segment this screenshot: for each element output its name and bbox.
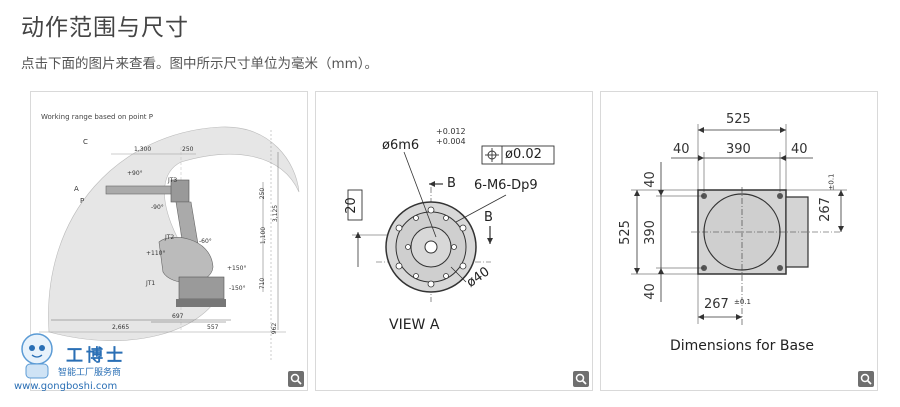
page-subtitle: 点击下面的图片来查看。图中所示尺寸单位为毫米（mm）。 xyxy=(21,56,379,72)
joint-jt2: JT2 xyxy=(165,234,175,241)
dim-left-390: 390 xyxy=(642,220,658,245)
dim-right-267: 267 xyxy=(817,197,833,222)
position-tolerance: ø0.02 xyxy=(505,147,542,162)
tolerance-bottom: +0.004 xyxy=(436,137,466,146)
dim-left-bottom40: 40 xyxy=(642,283,658,300)
holes-spec: 6-M6-Dp9 xyxy=(474,178,538,193)
dim-left-top40: 40 xyxy=(642,171,658,188)
dim-250-side: 250 xyxy=(259,187,267,200)
dim-top-525: 525 xyxy=(726,112,751,127)
dim-2665: 2,665 xyxy=(112,324,130,331)
working-range-figure[interactable]: Working range based on point P C A P 1,3… xyxy=(30,91,308,391)
view-a-caption: VIEW A xyxy=(389,317,440,333)
watermark-logo: 工博士 xyxy=(66,346,126,366)
label-a: A xyxy=(74,185,79,193)
magnifier-icon xyxy=(860,373,872,385)
dim-left-525: 525 xyxy=(617,220,633,245)
working-range-drawing xyxy=(39,126,300,362)
robot-mascot-icon xyxy=(21,333,53,379)
dim-697: 697 xyxy=(172,313,184,320)
fit-label: ø6m6 xyxy=(382,138,420,153)
angle-minus150: -150° xyxy=(229,285,246,292)
dim-1100: 1,100 xyxy=(260,226,268,245)
watermark-url: www.gongboshi.com xyxy=(14,381,118,392)
dim-710: 710 xyxy=(259,277,267,290)
dim-3125: 3,125 xyxy=(272,204,280,223)
base-dimensions-figure[interactable]: 525 40 390 40 40 390 40 525 267 ±0.1 267… xyxy=(600,91,878,391)
watermark: 工博士 智能工厂服务商 www.gongboshi.com xyxy=(8,325,138,407)
dim-250: 250 xyxy=(182,146,194,153)
page-title: 动作范围与尺寸 xyxy=(21,15,189,41)
label-b-top: B xyxy=(447,176,456,191)
zoom-button-1[interactable] xyxy=(288,371,304,387)
dim-bottom-267: 267 xyxy=(704,297,729,312)
zoom-button-3[interactable] xyxy=(858,371,874,387)
depth-label: 20 xyxy=(343,197,359,214)
dim-962: 962 xyxy=(271,322,279,335)
zoom-button-2[interactable] xyxy=(573,371,589,387)
flange-drawing xyxy=(347,145,555,302)
label-p: P xyxy=(80,197,85,205)
base-caption: Dimensions for Base xyxy=(670,338,814,354)
angle-plus90: +90° xyxy=(127,170,143,177)
dim-top-right40: 40 xyxy=(791,142,808,157)
base-drawing xyxy=(631,124,847,327)
tolerance-top: +0.012 xyxy=(436,127,466,136)
magnifier-icon xyxy=(290,373,302,385)
dim-top-left40: 40 xyxy=(673,142,690,157)
label-b-side: B xyxy=(484,210,493,225)
dim-bottom-tolerance: ±0.1 xyxy=(734,298,751,306)
angle-minus90: -90° xyxy=(151,204,164,211)
angle-plus110: +110° xyxy=(146,250,166,257)
dim-557: 557 xyxy=(207,324,219,331)
angle-minus60: -60° xyxy=(199,238,212,245)
label-c: C xyxy=(83,138,88,146)
dim-1300: 1,300 xyxy=(134,146,152,153)
flange-view-figure[interactable]: ø6m6 +0.012 +0.004 ø0.02 B 6-M6-Dp9 B 20… xyxy=(315,91,593,391)
angle-plus150: +150° xyxy=(227,265,247,272)
joint-jt1: JT1 xyxy=(146,280,156,287)
working-range-header: Working range based on point P xyxy=(41,113,153,121)
magnifier-icon xyxy=(575,373,587,385)
dim-top-390: 390 xyxy=(726,142,751,157)
watermark-tagline: 智能工厂服务商 xyxy=(58,368,122,378)
dim-right-tolerance: ±0.1 xyxy=(827,173,836,191)
joint-jt3: JT3 xyxy=(168,177,178,184)
